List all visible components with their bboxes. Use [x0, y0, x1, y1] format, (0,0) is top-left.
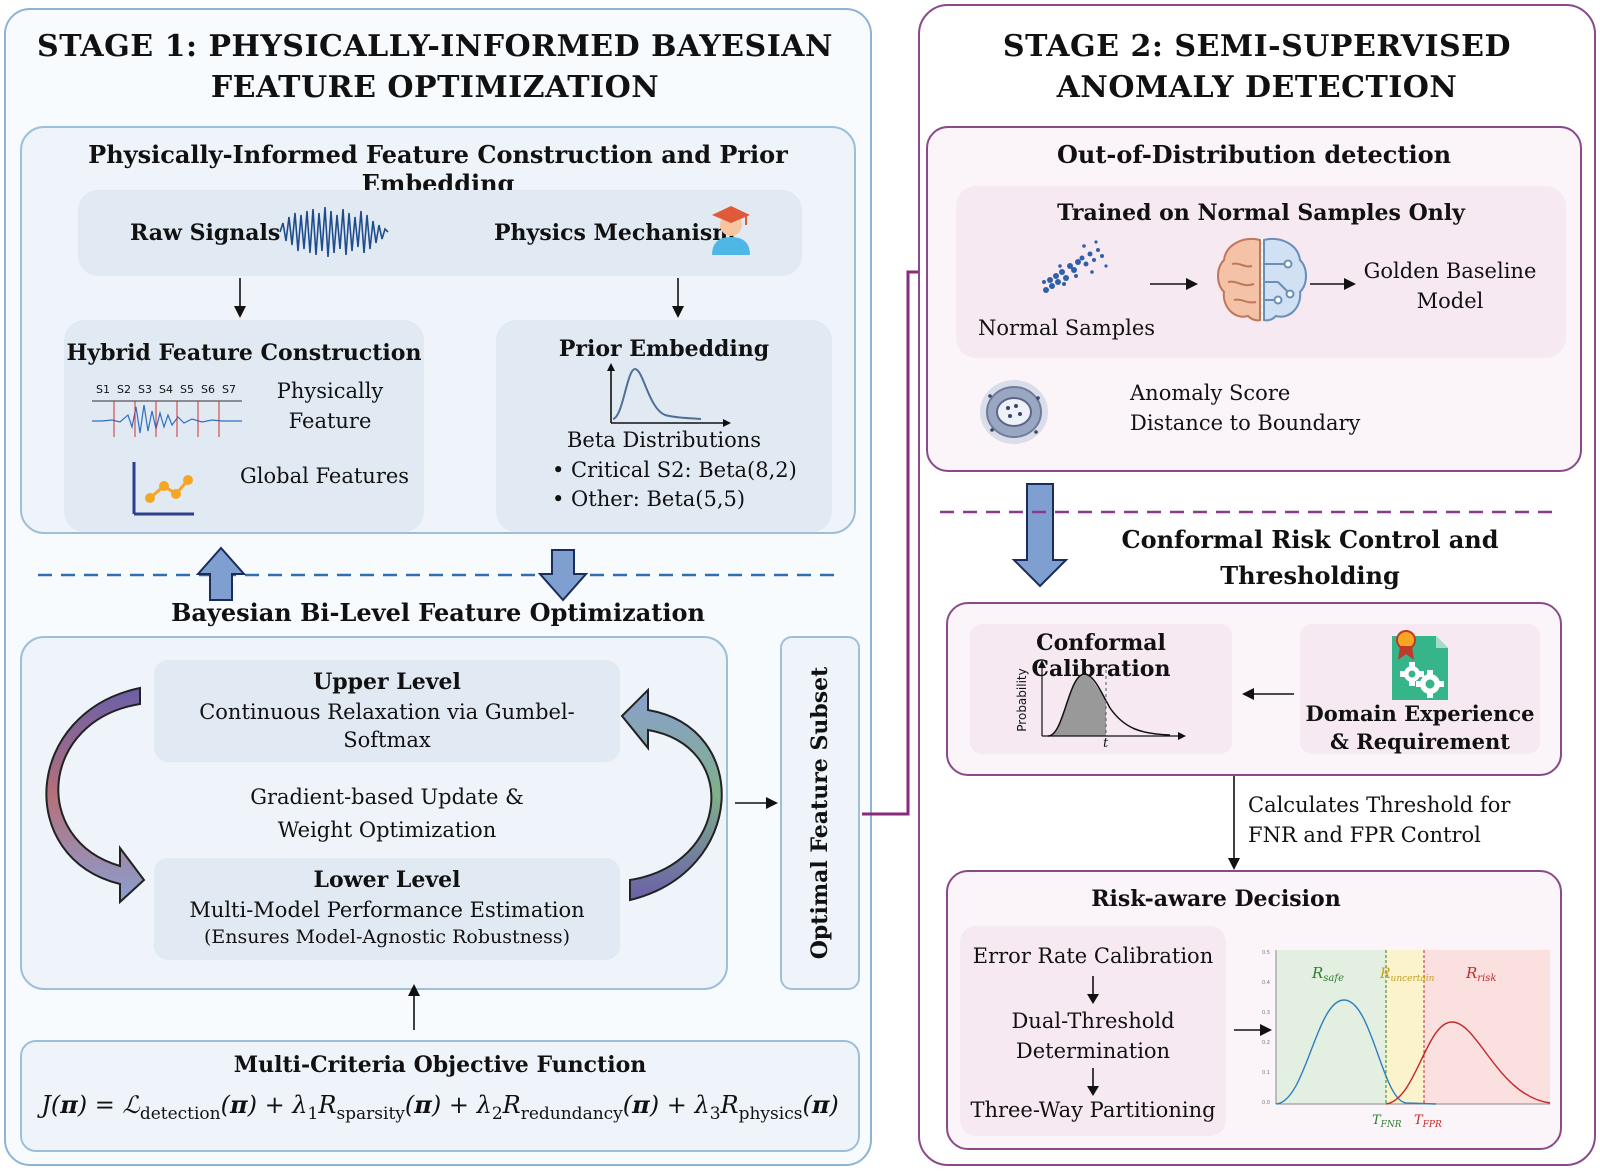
svg-text:0.2: 0.2 [1262, 1040, 1270, 1046]
segment-label: S6 [201, 383, 215, 396]
svg-text:0.4: 0.4 [1262, 980, 1270, 986]
svg-text:0.1: 0.1 [1262, 1070, 1270, 1076]
stage2-title: STAGE 2: SEMI-SUPERVISED ANOMALY DETECTI… [1002, 29, 1512, 105]
segment-label: S1 [96, 383, 110, 396]
waveform-icon [279, 206, 389, 258]
objective-box [20, 1040, 860, 1152]
prior-embedding-box [496, 320, 832, 532]
risk-title: Risk-aware Decision [1091, 886, 1341, 912]
brain-model-icon [1217, 238, 1307, 322]
partition-chart: 0.50.40.3 0.20.10.0 Rsafe Runcertain Rri… [1262, 950, 1551, 1130]
lower-level-box [154, 858, 620, 960]
segment-label: S4 [159, 383, 173, 396]
svg-text:TFPR: TFPR [1414, 1113, 1442, 1130]
anomaly-cell-icon [980, 380, 1048, 444]
segment-label: S5 [180, 383, 194, 396]
certificate-gears-icon [1392, 630, 1448, 700]
gradient-update-label: Gradient-based Update & Weight Optimizat… [250, 785, 524, 842]
calibration-title: Conformal Calibration [1031, 630, 1171, 682]
normal-samples-icon [1042, 240, 1108, 293]
svg-text:0.5: 0.5 [1262, 950, 1270, 956]
three-way-label: Three-Way Partitioning [970, 1098, 1216, 1122]
other-beta-label: • Other: Beta(5,5) [552, 487, 746, 511]
inputs-strip [78, 190, 802, 276]
domain-experience-label: Domain Experience & Requirement [1305, 701, 1535, 754]
beta-curve-icon [607, 363, 731, 427]
calibration-chart [1038, 660, 1186, 740]
scientist-icon [712, 206, 750, 255]
physics-mechanism-label: Physics Mechanism [494, 220, 736, 246]
segment-label: S2 [117, 383, 131, 396]
upper-level-text: Upper Level Continuous Relaxation via Gu… [199, 669, 575, 752]
dual-threshold-label: Dual-Threshold Determination [1011, 1009, 1175, 1063]
decision-steps-box [960, 926, 1226, 1136]
stage1-title: STAGE 1: PHYSICALLY-INFORMED BAYESIAN FE… [37, 29, 833, 105]
physically-feature-label: Physically Feature [276, 379, 384, 433]
raw-signals-label: Raw Signals [130, 220, 281, 246]
scatter-chart-icon [132, 462, 194, 516]
objective-title: Multi-Criteria Objective Function [233, 1052, 647, 1078]
normal-samples-label: Normal Samples [978, 316, 1156, 340]
svg-text:TFNR: TFNR [1372, 1113, 1402, 1130]
segmented-signal-icon [92, 400, 242, 437]
feature-construction-title: Physically-Informed Feature Construction… [88, 140, 788, 198]
segment-label: S3 [138, 383, 152, 396]
critical-s2-label: • Critical S2: Beta(8,2) [552, 458, 797, 482]
prior-embedding-title: Prior Embedding [558, 336, 770, 362]
ood-title: Out-of-Distribution detection [1056, 140, 1452, 169]
crc-title: Conformal Risk Control and Thresholding [1121, 525, 1499, 590]
global-features-label: Global Features [240, 464, 410, 488]
trained-label: Trained on Normal Samples Only [1057, 200, 1465, 226]
objective-formula: J(π) = ℒdetection(π) + λ1Rsparsity(π) + … [41, 1090, 839, 1124]
hybrid-feature-title: Hybrid Feature Construction [66, 340, 422, 366]
hybrid-feature-box [64, 320, 424, 532]
t-axis-label: t [1103, 736, 1109, 751]
optimization-title: Bayesian Bi-Level Feature Optimization [171, 598, 705, 627]
error-rate-label: Error Rate Calibration [972, 944, 1214, 968]
beta-distributions-label: Beta Distributions [566, 428, 762, 452]
anomaly-score-label: Anomaly Score Distance to Boundary [1130, 381, 1361, 435]
lower-level-text: Lower Level Multi-Model Performance Esti… [189, 867, 585, 948]
golden-baseline-label: Golden Baseline Model [1363, 259, 1537, 313]
svg-text:0.3: 0.3 [1262, 1010, 1270, 1016]
svg-text:0.0: 0.0 [1262, 1100, 1270, 1106]
optimal-subset-box [780, 636, 860, 990]
upper-level-box [154, 660, 620, 762]
segment-label: S7 [222, 383, 236, 396]
threshold-calc-label: Calculates Threshold for FNR and FPR Con… [1248, 793, 1511, 847]
